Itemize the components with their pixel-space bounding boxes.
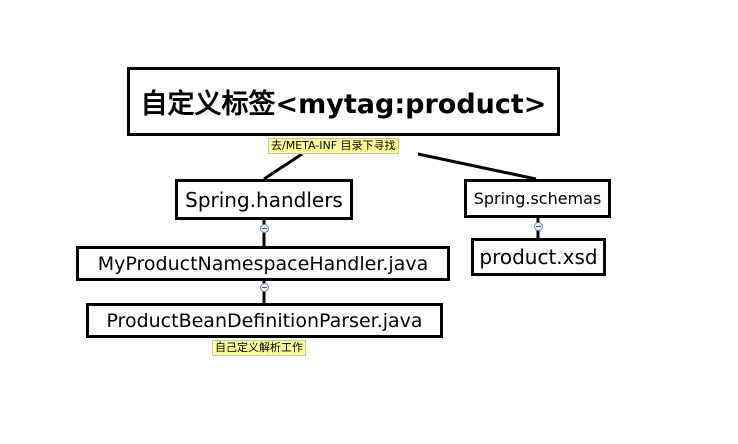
namespace-handler-node[interactable]: MyProductNamespaceHandler.java bbox=[76, 246, 450, 281]
root-note: 去/META-INF 目录下寻找 bbox=[268, 138, 399, 154]
parser-node-label: ProductBeanDefinitionParser.java bbox=[106, 309, 423, 332]
xsd-node-label: product.xsd bbox=[479, 245, 598, 269]
collapse-toggle-namespace-handler[interactable] bbox=[260, 283, 269, 292]
link-root-handlers bbox=[263, 152, 303, 181]
handlers-node[interactable]: Spring.handlers bbox=[175, 179, 353, 220]
link-root-schemas bbox=[417, 152, 537, 181]
collapse-toggle-schemas[interactable] bbox=[534, 222, 543, 231]
parser-note: 自己定义解析工作 bbox=[212, 340, 306, 356]
handlers-node-label: Spring.handlers bbox=[185, 187, 343, 212]
xsd-node[interactable]: product.xsd bbox=[471, 238, 606, 276]
schemas-node[interactable]: Spring.schemas bbox=[464, 179, 611, 218]
collapse-toggle-handlers[interactable] bbox=[260, 224, 269, 233]
root-node[interactable]: 自定义标签<mytag:product> bbox=[127, 67, 560, 136]
schemas-node-label: Spring.schemas bbox=[473, 189, 602, 208]
parser-node[interactable]: ProductBeanDefinitionParser.java bbox=[86, 303, 443, 338]
namespace-handler-label: MyProductNamespaceHandler.java bbox=[97, 252, 429, 275]
root-node-label: 自定义标签<mytag:product> bbox=[140, 89, 547, 120]
